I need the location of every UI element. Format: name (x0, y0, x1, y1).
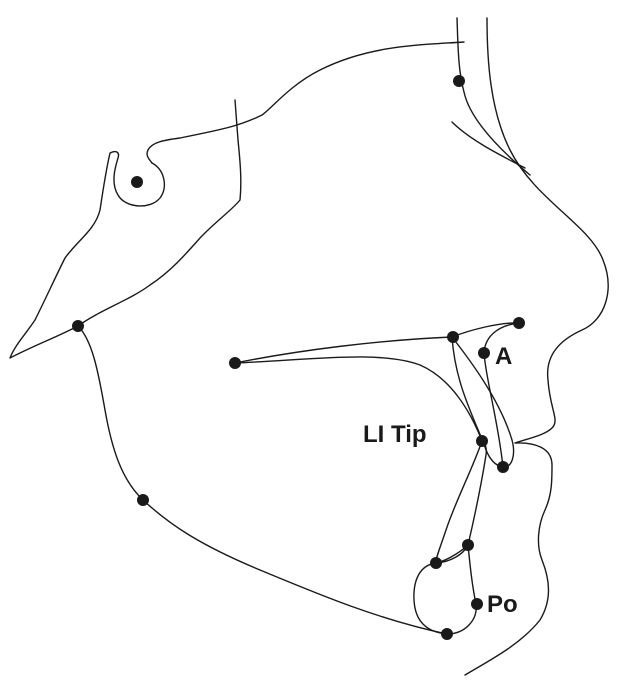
palatal-plane (234, 336, 453, 364)
label-lower-incisor-tip: LI Tip (363, 421, 427, 448)
cranial-base-outline (146, 41, 465, 164)
maxilla-anterior-outline (451, 322, 520, 468)
landmark-upper-incisor-root (447, 331, 459, 343)
landmark-gonion (137, 494, 149, 506)
sella-outline (9, 99, 242, 359)
landmark-articulare (72, 320, 84, 332)
label-pogonion: Po (487, 591, 518, 618)
landmark-menton (441, 628, 453, 640)
lower-incisor-outline (435, 440, 487, 564)
landmark-lower-incisor-root (430, 557, 442, 569)
landmark-pogonion (471, 598, 483, 610)
label-a-point: A (495, 343, 512, 370)
landmark-a-point (478, 347, 490, 359)
mandible-outline (77, 325, 448, 635)
landmark-b-point (462, 539, 474, 551)
soft-tissue-profile (464, 17, 609, 676)
landmark-lower-incisor-tip (476, 435, 488, 447)
maxilla-lower-outline (234, 356, 483, 442)
landmark-sella (131, 176, 143, 188)
landmark-upper-incisor-tip (497, 461, 509, 473)
landmark-posterior-nasal-spine (229, 357, 241, 369)
landmark-anterior-nasal-spine (513, 317, 525, 329)
symphysis-outline (413, 544, 477, 635)
frontal-bone-outline (456, 17, 531, 176)
landmark-nasion (453, 75, 465, 87)
nasal-bone-outline (451, 121, 526, 169)
